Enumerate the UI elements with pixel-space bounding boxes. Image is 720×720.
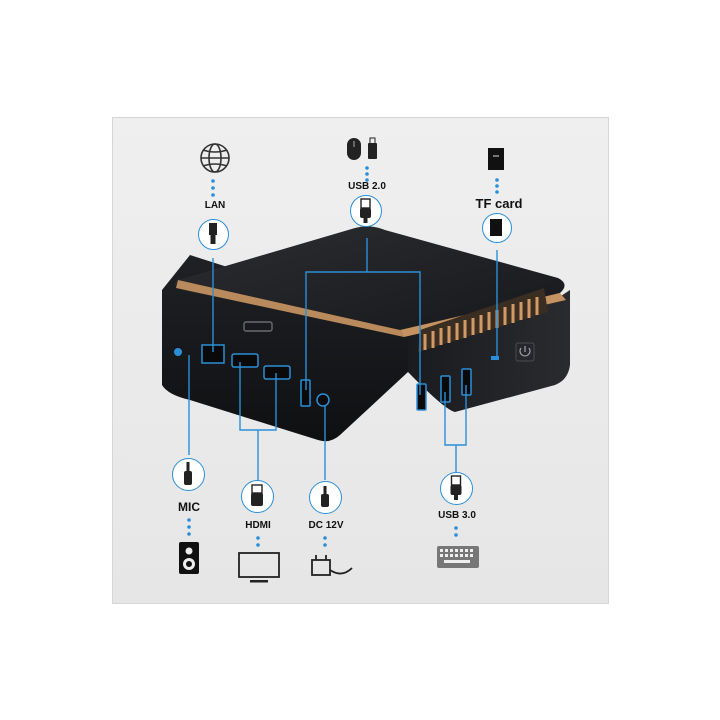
mic-label: MIC bbox=[178, 500, 200, 514]
mic-connector-ring bbox=[172, 458, 205, 491]
dotted-connectors bbox=[187, 166, 499, 547]
mini-pc-device bbox=[162, 226, 570, 442]
lan-connector-ring bbox=[198, 219, 229, 250]
hdmi-label: HDMI bbox=[245, 520, 271, 531]
connector-lines bbox=[188, 238, 498, 480]
monitor-icon bbox=[238, 552, 280, 583]
usb-dongle-icon bbox=[368, 137, 377, 159]
micro-sd-card-icon bbox=[490, 219, 502, 236]
hdmi-port-1 bbox=[231, 353, 259, 368]
dc-barrel-plug-icon bbox=[321, 486, 329, 507]
mouse-icon bbox=[347, 138, 361, 160]
dc-connector-ring bbox=[309, 481, 342, 514]
usb-plug-icon bbox=[450, 475, 462, 500]
tf-connector-ring bbox=[482, 213, 512, 243]
tf-slot bbox=[491, 356, 499, 360]
dc-12v-label: DC 12V bbox=[308, 520, 344, 531]
audio-jack-icon bbox=[184, 462, 192, 485]
usb2-label: USB 2.0 bbox=[348, 181, 386, 192]
usb-plug-icon bbox=[360, 198, 371, 223]
power-adapter-icon bbox=[311, 555, 353, 576]
hdmi-plug-icon bbox=[251, 484, 263, 506]
globe-icon bbox=[200, 143, 230, 173]
usb2-connector-ring bbox=[350, 195, 382, 227]
hdmi-port-2 bbox=[263, 365, 291, 380]
hdmi-connector-ring bbox=[241, 480, 274, 513]
mic-port bbox=[174, 348, 182, 356]
dc-port bbox=[316, 393, 330, 407]
keyboard-icon bbox=[437, 546, 479, 568]
usb3-connector-ring bbox=[440, 472, 473, 505]
usb3-label: USB 3.0 bbox=[438, 510, 476, 521]
speaker-icon bbox=[179, 542, 199, 574]
lan-label: LAN bbox=[204, 200, 226, 211]
power-icon bbox=[519, 346, 531, 357]
rj45-plug-icon bbox=[209, 223, 217, 244]
tf-card-label: TF card bbox=[475, 196, 523, 211]
usb2-port-side bbox=[416, 383, 427, 411]
sd-card-icon bbox=[488, 148, 504, 170]
